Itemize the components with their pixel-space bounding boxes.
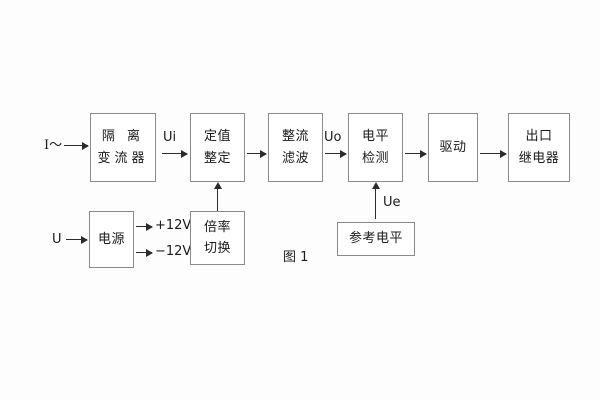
block-setting[interactable]: 定值 整定 [190, 113, 245, 182]
arrow-driver-to-output-relay [480, 149, 507, 158]
arrow-rectify-to-level-detect [325, 149, 347, 158]
arrow-level-detect-to-driver [405, 149, 427, 158]
arrow-reference-to-level-detect [371, 182, 380, 219]
arrow-input-to-isolation [64, 141, 89, 150]
block-setting-line-1: 定值 [203, 129, 231, 145]
block-output-relay[interactable]: 出口 继电器 [508, 113, 570, 182]
arrow-input-to-power-supply [66, 235, 88, 244]
signal-label-ue: Ue [383, 195, 401, 210]
figure-caption: 图 1 [283, 250, 309, 265]
arrow-rail-negative [136, 248, 153, 257]
block-level-detect-line-2: 检测 [361, 150, 389, 166]
block-multiplier-switch-line-1: 倍率 [203, 219, 231, 235]
block-level-detect-line-1: 电平 [361, 129, 389, 145]
block-output-relay-line-1: 出口 [525, 129, 553, 145]
input-voltage-label: U [52, 232, 62, 247]
block-reference-level-line-1: 参考电平 [348, 231, 403, 247]
rail-label-positive: +12V [155, 218, 192, 233]
arrow-setting-to-rectify [247, 149, 267, 158]
block-multiplier-switch-line-2: 切换 [203, 241, 231, 256]
block-setting-line-2: 整定 [203, 150, 231, 166]
block-reference-level[interactable]: 参考电平 [337, 222, 415, 256]
block-power-supply-line-1: 电源 [97, 231, 125, 247]
block-multiplier-switch[interactable]: 倍率 切换 [190, 211, 245, 265]
arrow-multiplier-to-setting [213, 182, 222, 211]
block-rectify-filter[interactable]: 整流 滤波 [268, 113, 323, 182]
block-rectify-filter-line-1: 整流 [281, 129, 309, 145]
block-isolation-ct-line-2: 变流器 [97, 150, 149, 166]
block-level-detect[interactable]: 电平 检测 [348, 113, 403, 182]
signal-label-ui: Ui [163, 130, 177, 145]
block-driver-line-1: 驱动 [439, 139, 467, 155]
block-output-relay-line-2: 继电器 [518, 150, 560, 166]
input-current-label: I～ [44, 138, 63, 153]
block-rectify-filter-line-2: 滤波 [281, 150, 309, 166]
block-isolation-ct[interactable]: 隔 离 变流器 [90, 113, 156, 182]
signal-label-uo: Uo [324, 130, 342, 145]
block-power-supply[interactable]: 电源 [89, 211, 134, 268]
arrow-rail-positive [136, 222, 153, 231]
block-driver[interactable]: 驱动 [428, 113, 478, 182]
block-isolation-ct-line-1: 隔 离 [101, 129, 145, 145]
rail-label-negative: −12V [155, 244, 192, 259]
arrow-isolation-to-setting [162, 149, 188, 158]
